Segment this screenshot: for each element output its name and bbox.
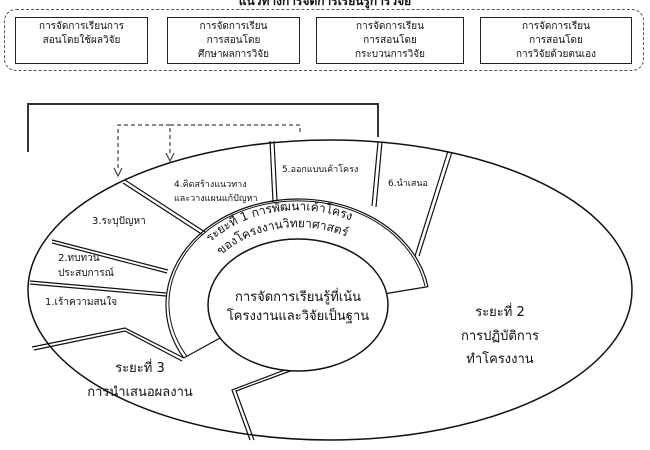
phase1-band-ends [183, 286, 429, 359]
approach-text: การจัดการเรียน [522, 21, 590, 32]
step-5: 5.ออกแบบเค้าโครง [282, 164, 358, 175]
phase3-label-1: ระยะที่ 3 [115, 359, 165, 376]
step-4: 4.คิดสร้างแนวทาง [174, 179, 247, 190]
center-text-2: โครงงานและวิจัยเป็นฐาน [227, 306, 369, 324]
arrow-head-icon [113, 152, 175, 178]
phase3-label-2: การนำเสนอผลงาน [87, 385, 193, 400]
phase1-band-outer [165, 198, 429, 359]
center-text-1: การจัดการเรียนรู้ที่เน้น [235, 288, 361, 305]
approaches-group [4, 9, 644, 71]
dashed-arrow [117, 124, 301, 168]
approach-box-4: การจัดการเรียน การสอนโดย การวิจัยด้วยตนเ… [480, 17, 632, 64]
feedback-bracket [27, 103, 379, 152]
approach-text: สอนโดยใช้ผลวิจัย [42, 35, 121, 46]
step-2: 2.ทบทวน [58, 253, 100, 264]
step-2b: ประสบการณ์ [58, 267, 114, 279]
approach-text: การสอนโดย [206, 35, 261, 46]
step-1: 1.เร้าความสนใจ [45, 296, 117, 308]
step-3: 3.ระบุปัญหา [92, 216, 146, 227]
approach-box-2: การจัดการเรียน การสอนโดย ศึกษาผลการวิจัย [167, 17, 300, 64]
approach-text: ศึกษาผลการวิจัย [198, 49, 269, 60]
approach-text: การสอนโดย [363, 35, 417, 46]
diagram-title: แนวทางการจัดการเรียนรู้การวิจัย [238, 0, 412, 8]
step-4b: และวางแผนแก้ปัญหา [174, 193, 258, 204]
approach-box-3: การจัดการเรียน การสอนโดย กระบวนการวิจัย [316, 17, 464, 64]
approach-text: การจัดการเรียน [356, 21, 424, 32]
step-dividers [29, 140, 453, 441]
approach-text: การวิจัยด้วยตนเอง [516, 49, 596, 60]
approach-text: กระบวนการวิจัย [355, 49, 425, 60]
phase2-label-1: ระยะที่ 2 [475, 303, 525, 320]
approach-text: การจัดการเรียน [199, 21, 268, 32]
approach-text: การสอนโดย [529, 35, 583, 46]
step-6: 6.นำเสนอ [388, 178, 428, 189]
approach-box-1: การจัดการเรียนการ สอนโดยใช้ผลวิจัย [15, 17, 148, 64]
approach-text: การจัดการเรียนการ [39, 21, 124, 32]
phase2-label-3: ทำโครงงาน [466, 351, 534, 367]
center-hub [207, 238, 389, 372]
phase2-label-2: การปฏิบัติการ [461, 329, 539, 344]
phase1-band-outer-line [168, 200, 426, 357]
